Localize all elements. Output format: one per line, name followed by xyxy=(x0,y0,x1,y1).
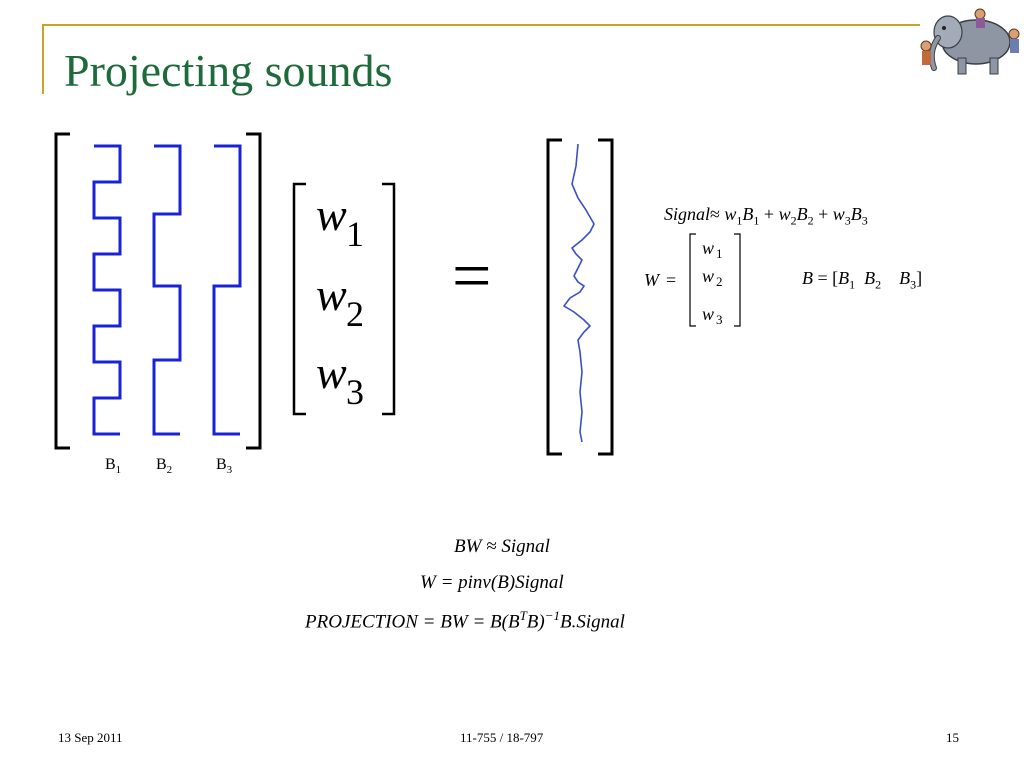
basis-b1-wave xyxy=(92,144,122,436)
svg-text:w: w xyxy=(702,266,714,286)
signal-waveform xyxy=(562,143,595,443)
weight-w3-sub: 3 xyxy=(346,372,364,412)
elephant-with-blind-men-icon xyxy=(920,8,1020,75)
w-def-eq: = xyxy=(666,270,676,290)
w-def-lhs: W xyxy=(644,270,661,290)
basis-label-b3: B3 xyxy=(216,456,233,477)
weight-w1-sub: 1 xyxy=(346,214,364,254)
weight-w2-sub: 2 xyxy=(346,294,364,334)
basis-label-b2: B2 xyxy=(156,456,173,477)
svg-text:3: 3 xyxy=(716,312,723,327)
weight-w2: w xyxy=(316,269,347,320)
weight-w1: w xyxy=(316,189,347,240)
signal-vector xyxy=(546,138,614,456)
footer-course: 11-755 / 18-797 xyxy=(460,730,544,745)
weight-vector: w 1 w 2 w 3 xyxy=(292,182,396,416)
signal-approx-equation: Signal≈ w1B1 + w2B2 + w3B3 xyxy=(664,204,868,228)
svg-text:w: w xyxy=(702,304,714,324)
svg-text:w: w xyxy=(702,238,714,258)
frame-top-rule xyxy=(42,24,920,26)
equals-sign: = xyxy=(452,238,492,315)
footer-date: 13 Sep 2011 xyxy=(58,730,123,745)
svg-text:1: 1 xyxy=(716,246,723,261)
equation-w-pinv: W = pinv(B)Signal xyxy=(420,572,564,593)
weight-w3: w xyxy=(316,347,347,398)
frame-left-rule xyxy=(42,24,44,94)
basis-b3-wave xyxy=(212,144,242,436)
equation-bw-approx-signal: BW ≈ Signal xyxy=(454,536,550,557)
w-definition: W = w 1 w 2 w 3 xyxy=(644,233,741,327)
footer-page-number: 15 xyxy=(946,730,959,745)
basis-label-b1: B1 xyxy=(105,456,122,477)
basis-matrix xyxy=(54,132,262,450)
b-definition: B = [B1 B2 B3] xyxy=(802,268,923,292)
svg-text:2: 2 xyxy=(716,274,723,289)
slide-title: Projecting sounds xyxy=(64,45,393,96)
equation-projection: PROJECTION = BW = B(BTB)−1B.Signal xyxy=(305,608,625,633)
basis-b2-wave xyxy=(152,144,182,436)
